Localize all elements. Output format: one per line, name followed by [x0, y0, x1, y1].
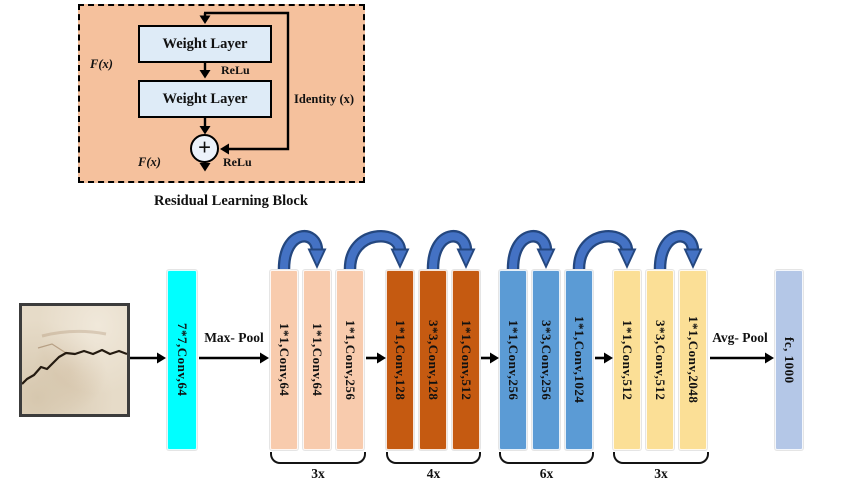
fx-input-label: F(x): [90, 57, 113, 71]
fc-layer-bar: fc, 1000: [775, 270, 803, 450]
skip-connection-arcs: [277, 230, 703, 270]
crack-lines: [22, 329, 127, 385]
weight-layer-2-box: Weight Layer: [138, 80, 272, 118]
conv-bar-label: 3*3,Conv,512: [653, 319, 668, 401]
stage-4-underbrace: [613, 452, 709, 464]
conv-bar: 1*1,Conv,1024: [565, 270, 593, 450]
conv-bar: 1*1,Conv,64: [303, 270, 331, 450]
conv-bar: 1*1,Conv,64: [270, 270, 298, 450]
stage-1-repeat-count: 3x: [311, 466, 325, 481]
conv-stage-group-1: 1*1,Conv,64 1*1,Conv,64 1*1,Conv,256: [270, 270, 364, 450]
fc-layer-label: fc, 1000: [782, 336, 797, 384]
relu-label-1: ReLu: [221, 63, 250, 77]
stage-3-underbrace: [499, 452, 594, 464]
weight-layer-2-label: Weight Layer: [162, 90, 248, 107]
conv-bar-label: 3*3,Conv,128: [426, 319, 441, 401]
stage-3-repeat-count: 6x: [539, 466, 554, 481]
conv-bar: 1*1,Conv,256: [499, 270, 527, 450]
conv-bar: 3*3,Conv,256: [532, 270, 560, 450]
conv-bar: 3*3,Conv,512: [646, 270, 674, 450]
residual-block-caption: Residual Learning Block: [154, 193, 308, 209]
conv-bar: 1*1,Conv,512: [613, 270, 641, 450]
conv-bar: 1*1,Conv,256: [336, 270, 364, 450]
stem-conv-label: 7*7,Conv,64: [175, 323, 190, 397]
avg-pool-label: Avg- Pool: [712, 330, 768, 345]
fx-output-label: F(x): [138, 155, 161, 169]
conv-bar-label: 1*1,Conv,256: [506, 319, 521, 401]
stage-4-repeat-count: 3x: [654, 466, 668, 481]
plus-icon: +: [197, 134, 212, 160]
conv-stage-group-2: 1*1,Conv,128 3*3,Conv,128 1*1,Conv,512: [386, 270, 480, 450]
stage-2-repeat-count: 4x: [426, 466, 441, 481]
conv-stage-group-4: 1*1,Conv,512 3*3,Conv,512 1*1,Conv,2048: [613, 270, 707, 450]
max-pool-label: Max- Pool: [204, 330, 264, 345]
conv-bar-label: 1*1,Conv,128: [393, 319, 408, 401]
conv-bar-label: 1*1,Conv,64: [310, 323, 325, 397]
stage-1-underbrace: [270, 452, 366, 464]
conv-bar: 1*1,Conv,2048: [679, 270, 707, 450]
conv-bar-label: 1*1,Conv,1024: [572, 316, 587, 404]
identity-label: Identity (x): [294, 92, 355, 106]
conv-bar: 1*1,Conv,512: [452, 270, 480, 450]
stem-conv-bar: 7*7,Conv,64: [167, 270, 197, 450]
conv-bar-label: 1*1,Conv,64: [277, 323, 292, 397]
conv-stage-group-3: 1*1,Conv,256 3*3,Conv,256 1*1,Conv,1024: [499, 270, 593, 450]
weight-layer-1-label: Weight Layer: [162, 35, 248, 52]
input-crack-image: [19, 303, 130, 417]
conv-bar-label: 1*1,Conv,2048: [686, 316, 701, 404]
conv-bar-label: 1*1,Conv,512: [620, 319, 635, 401]
weight-layer-1-box: Weight Layer: [138, 25, 272, 63]
elementwise-add-node: +: [190, 134, 219, 163]
relu-label-2: ReLu: [223, 155, 252, 169]
conv-bar-label: 3*3,Conv,256: [539, 319, 554, 401]
conv-bar: 1*1,Conv,128: [386, 270, 414, 450]
conv-bar-label: 1*1,Conv,256: [343, 319, 358, 401]
stage-2-underbrace: [386, 452, 481, 464]
conv-bar: 3*3,Conv,128: [419, 270, 447, 450]
conv-bar-label: 1*1,Conv,512: [459, 319, 474, 401]
